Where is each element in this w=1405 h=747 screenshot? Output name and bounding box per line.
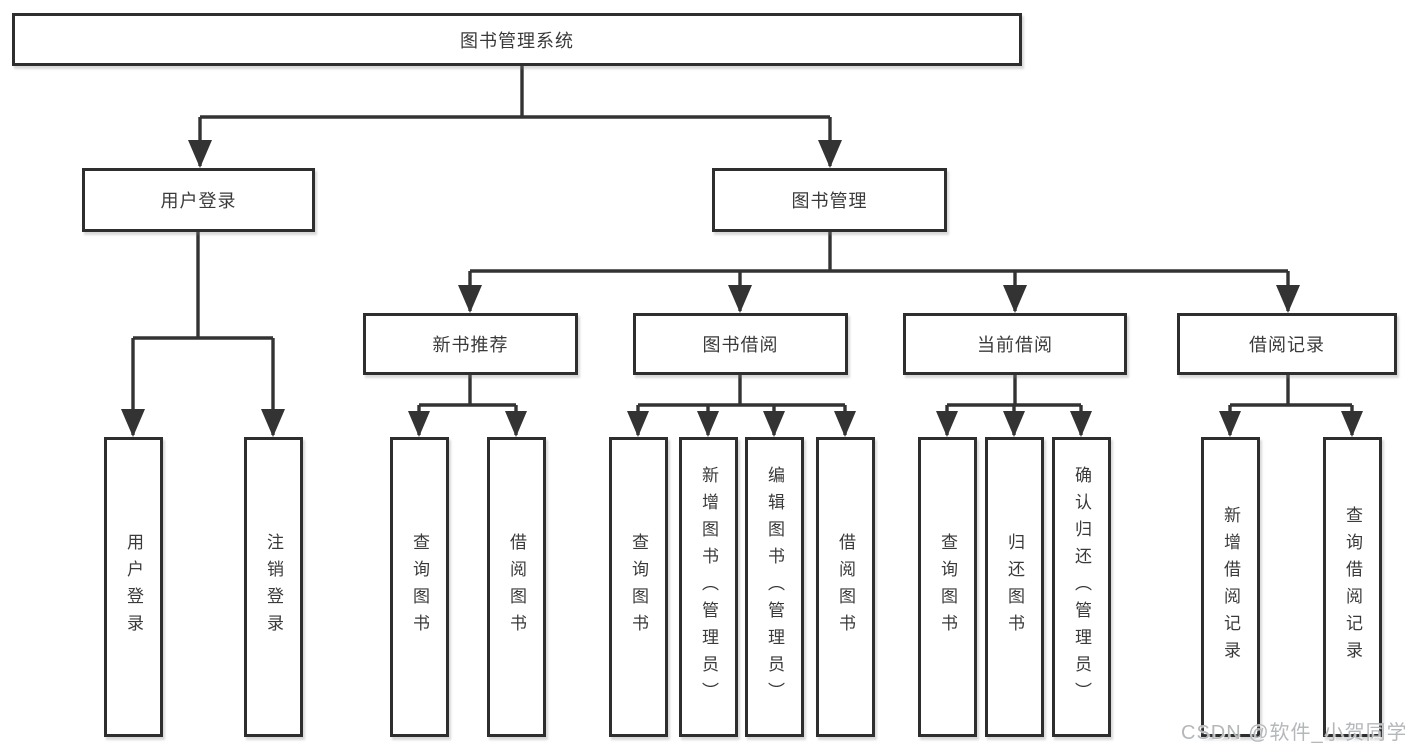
leaf-current-query-books: 查询图书 — [918, 437, 977, 737]
leaf-borrow-query-books: 查询图书 — [609, 437, 668, 737]
leaf-recommend-borrow-books: 借阅图书 — [487, 437, 546, 737]
leaf-current-confirm-return-admin: 确认归还（管理员） — [1052, 437, 1111, 737]
leaf-records-query-record: 查询借阅记录 — [1323, 437, 1382, 737]
connector-current-to-leaves — [945, 375, 1083, 435]
connector-borrow-to-leaves — [636, 375, 847, 435]
leaf-logout: 注销登录 — [244, 437, 303, 737]
node-book-borrowing: 图书借阅 — [633, 313, 848, 375]
node-borrowing-records: 借阅记录 — [1177, 313, 1397, 375]
csdn-watermark: CSDN @软件_小贺同学 — [1181, 722, 1405, 744]
connector-recommend-to-leaves — [417, 375, 518, 435]
connector-login-to-leaves — [131, 232, 275, 435]
leaf-recommend-query-books: 查询图书 — [390, 437, 449, 737]
connector-records-to-leaves — [1228, 375, 1354, 435]
node-current-borrowing: 当前借阅 — [903, 313, 1127, 375]
leaf-borrow-add-books-admin: 新增图书（管理员） — [679, 437, 738, 737]
leaf-borrow-edit-books-admin: 编辑图书（管理员） — [745, 437, 804, 737]
node-book-management: 图书管理 — [712, 168, 947, 232]
connector-root-to-level2 — [198, 66, 832, 166]
connector-manage-to-level3 — [468, 232, 1290, 311]
leaf-user-login: 用户登录 — [104, 437, 163, 737]
leaf-current-return-books: 归还图书 — [985, 437, 1044, 737]
leaf-borrow-borrow-books: 借阅图书 — [816, 437, 875, 737]
leaf-records-add-record: 新增借阅记录 — [1201, 437, 1260, 737]
node-user-login: 用户登录 — [82, 168, 315, 232]
node-new-book-recommend: 新书推荐 — [363, 313, 578, 375]
node-root-system: 图书管理系统 — [12, 13, 1022, 66]
